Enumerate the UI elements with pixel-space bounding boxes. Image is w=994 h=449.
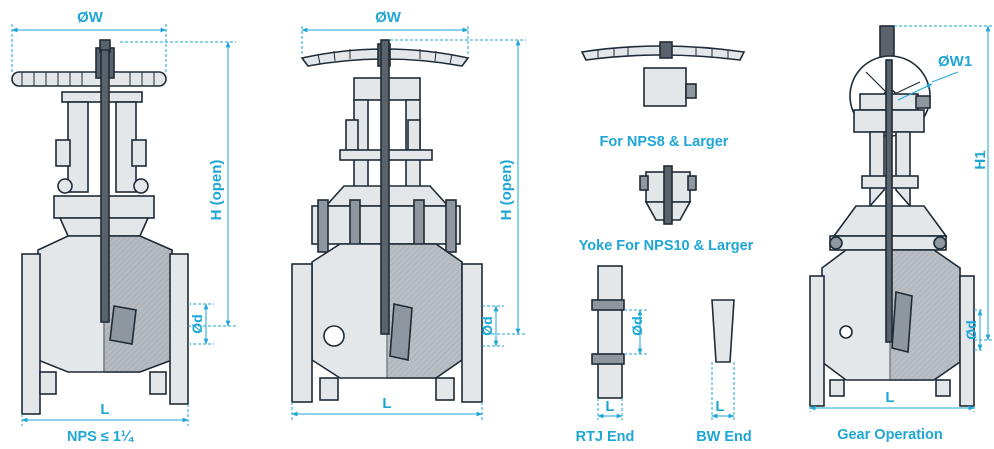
valve-drawing-small xyxy=(11,39,189,415)
dim-label-d: Ød xyxy=(479,316,495,335)
handwheel xyxy=(11,71,167,87)
gland-bolt xyxy=(407,119,421,151)
caption-bw-end: BW End xyxy=(696,429,752,445)
end-flange-left xyxy=(291,263,313,403)
caption-rtj-end: RTJ End xyxy=(576,429,635,445)
stem xyxy=(380,39,390,335)
caption-nps8: For NPS8 & Larger xyxy=(600,134,729,150)
yoke-detail xyxy=(639,165,697,225)
view-detail-options: For NPS8 & Larger Yoke For NPS10 & Large… xyxy=(576,41,754,445)
dimensions-small xyxy=(11,24,236,426)
view-gear-operation: ØW1 H1 Ød L Gear Operation xyxy=(809,25,992,443)
dim-label-d: Ød xyxy=(629,316,645,335)
bw-end-detail xyxy=(711,299,735,363)
valve-drawing-large xyxy=(291,39,483,403)
dimensions-detail xyxy=(597,309,735,420)
end-flange-left xyxy=(809,275,825,407)
wedge xyxy=(389,303,413,361)
end-flange-left xyxy=(21,253,41,415)
dim-label-h-open: H (open) xyxy=(208,160,225,221)
dim-label-d: Ød xyxy=(189,314,205,333)
gland-bolt xyxy=(131,139,147,167)
dim-label-l: L xyxy=(382,395,391,412)
dim-label-w: ØW xyxy=(375,9,402,26)
stem xyxy=(100,49,110,323)
dim-label-l-rtj: L xyxy=(605,398,614,415)
gland-bolt xyxy=(55,139,71,167)
caption-gear-operation: Gear Operation xyxy=(837,427,943,443)
dim-label-w: ØW xyxy=(77,9,104,26)
wedge xyxy=(109,305,137,345)
dim-label-l: L xyxy=(100,401,109,418)
dim-label-w1: ØW1 xyxy=(938,53,972,70)
end-flange-right xyxy=(461,263,483,403)
handwheel-detail xyxy=(580,41,746,107)
dim-label-h1: H1 xyxy=(972,150,989,169)
wedge xyxy=(891,290,913,354)
dimensions-gear xyxy=(809,25,992,412)
dim-label-l-bw: L xyxy=(715,398,724,415)
view-large-valve: ØW H (open) Ød L xyxy=(291,9,526,420)
caption-nps-small: NPS ≤ 1¼ xyxy=(67,429,135,445)
end-flange-right xyxy=(169,253,189,405)
view-small-valve: ØW H (open) Ød L NPS ≤ 1¼ xyxy=(11,9,236,445)
caption-yoke-nps10: Yoke For NPS10 & Larger xyxy=(579,238,754,254)
dim-label-l: L xyxy=(885,389,894,406)
dim-label-h-open: H (open) xyxy=(498,160,515,221)
stem xyxy=(885,59,893,343)
gland-bolt xyxy=(345,119,359,151)
dim-label-d: Ød xyxy=(963,320,979,339)
end-flange-right xyxy=(959,275,975,407)
rtj-end-detail xyxy=(591,265,625,399)
dimensions-large xyxy=(291,26,526,420)
valve-drawing-gear xyxy=(809,25,975,407)
